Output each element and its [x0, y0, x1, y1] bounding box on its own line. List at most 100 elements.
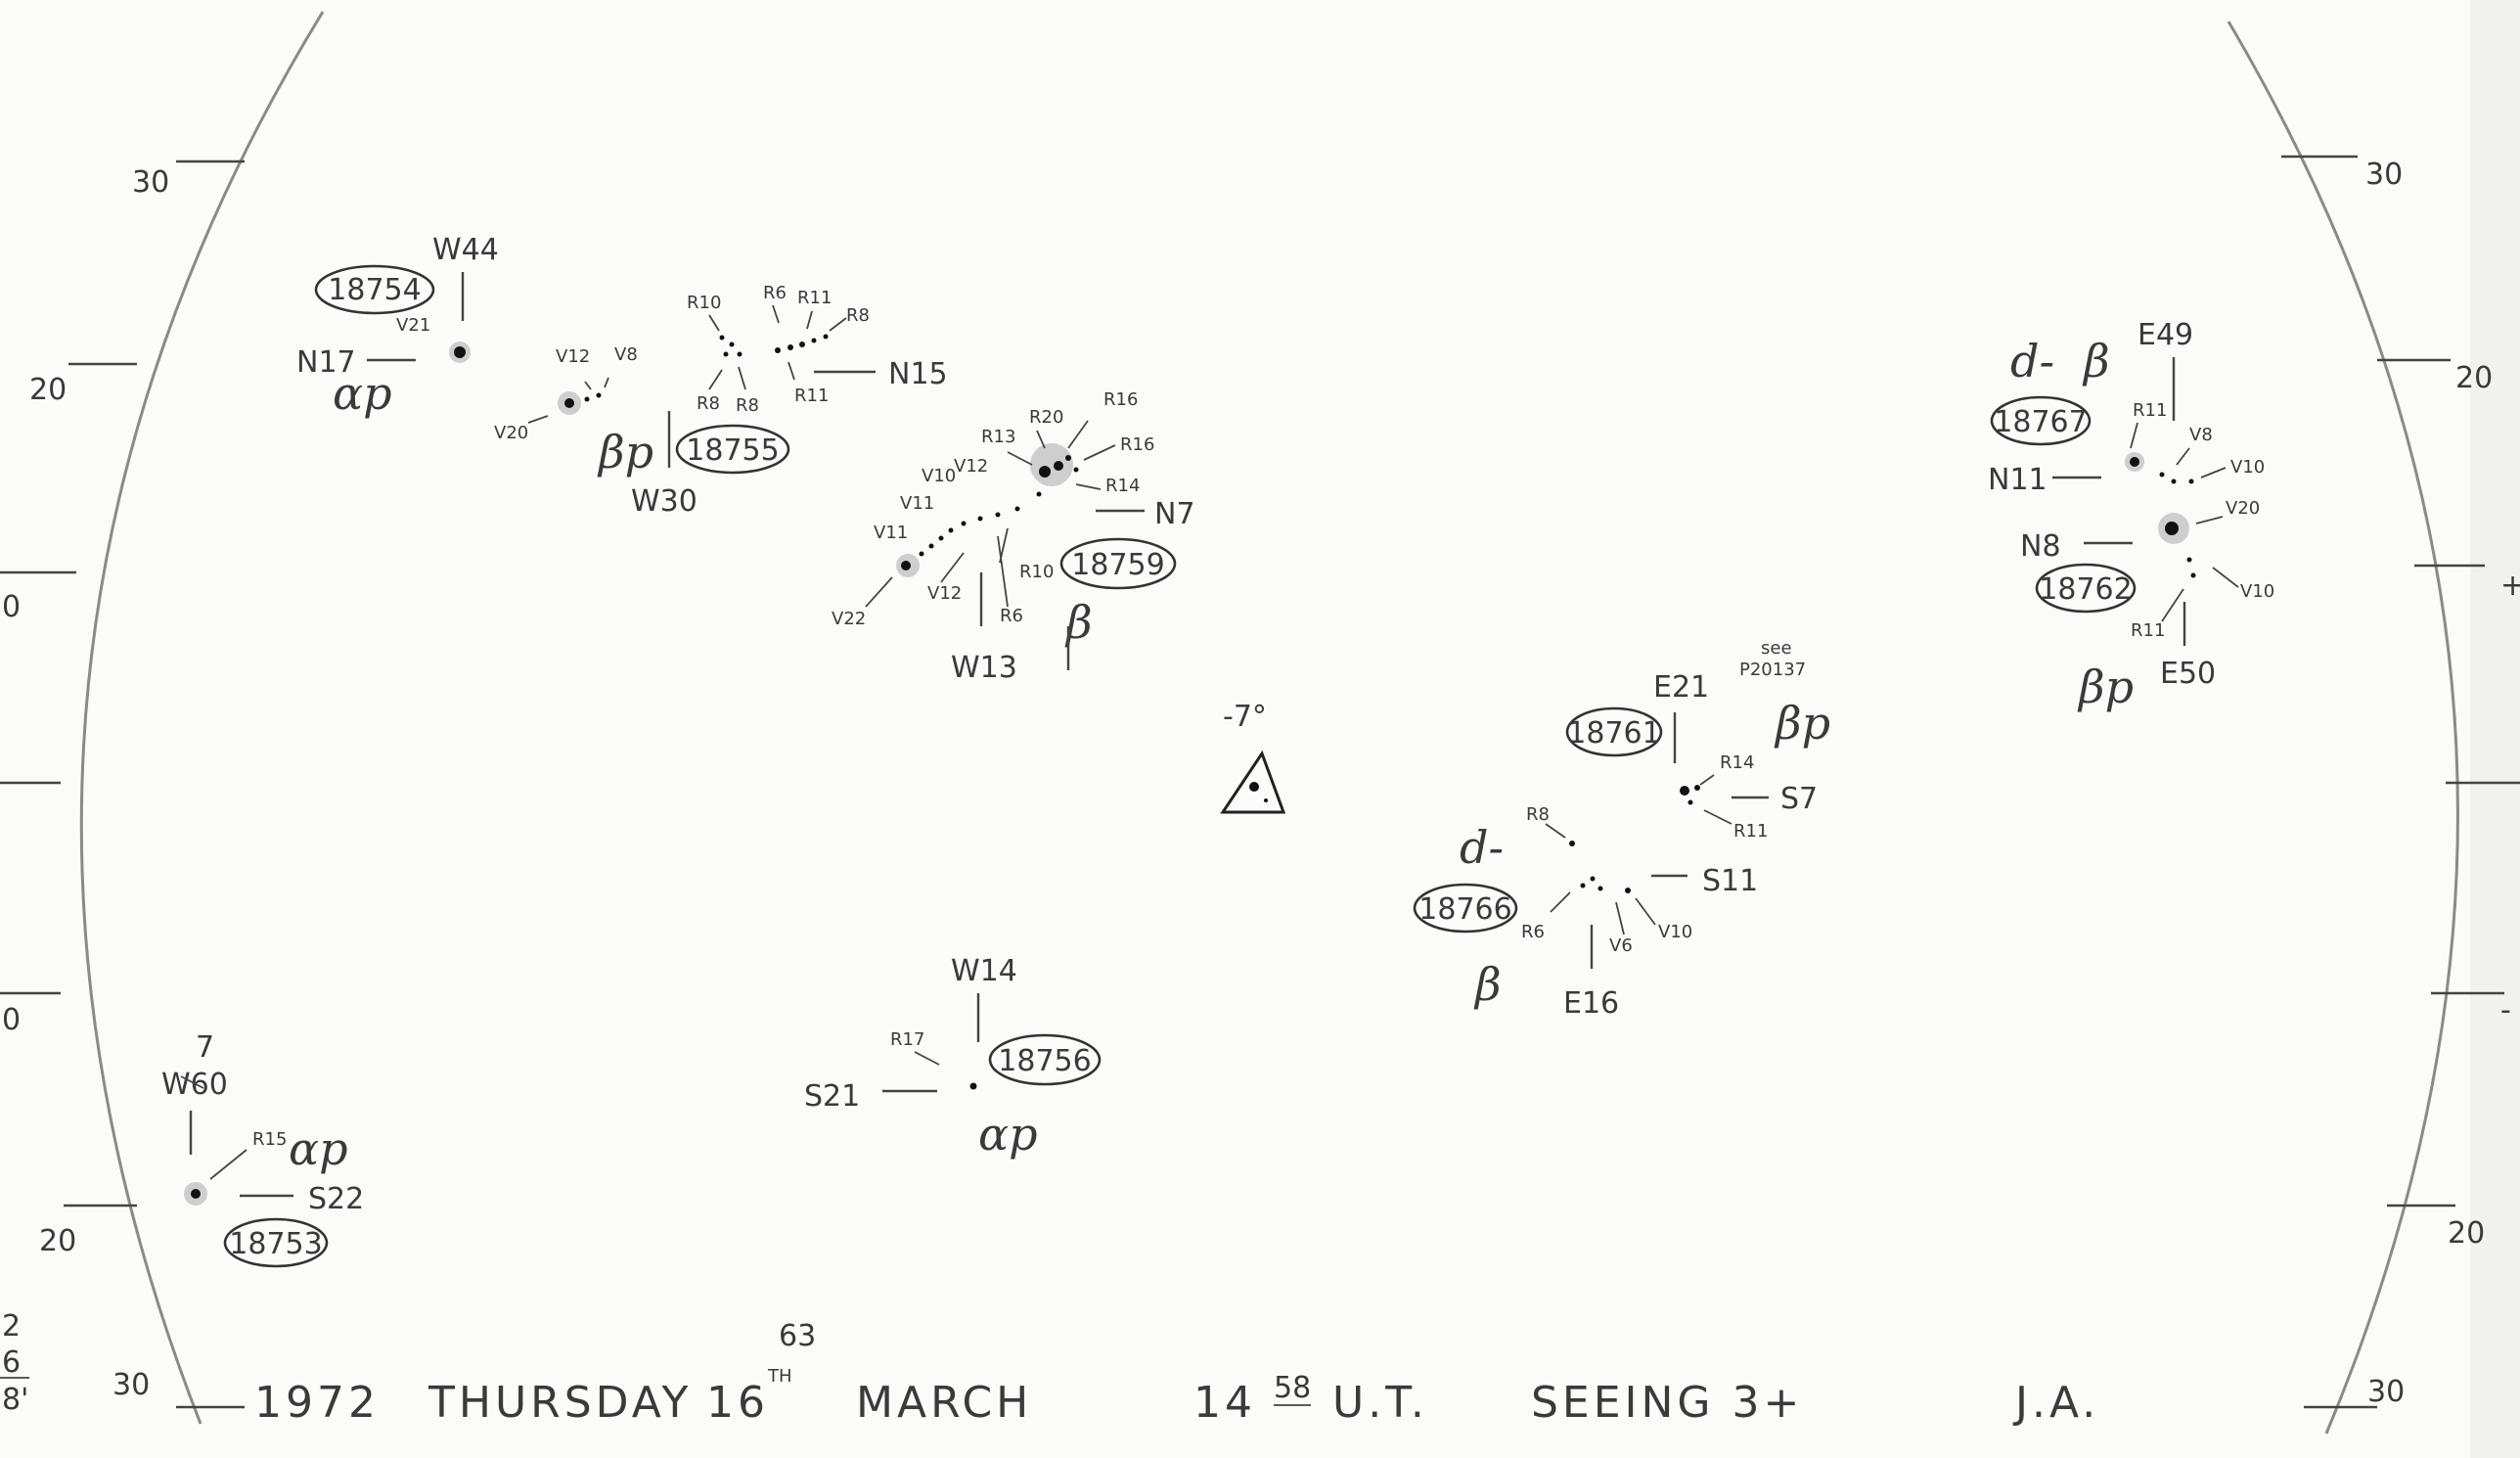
group-position: N8: [2020, 529, 2061, 564]
group-word: E50: [2160, 657, 2216, 691]
ray-label: R11: [794, 386, 829, 406]
spot-small: [729, 342, 735, 347]
spot-small: [1694, 785, 1700, 791]
spot-small: [799, 342, 805, 347]
observation-caption: 1972 THURSDAY 16 TH 63 MARCH 14 58 U.T. …: [254, 1319, 2095, 1428]
ray-label: V6: [1609, 935, 1633, 956]
group-class: βp: [2077, 661, 2134, 713]
spot-small: [2188, 478, 2194, 484]
ray-label: V12: [954, 456, 988, 477]
spot-small: [811, 338, 817, 343]
group-number-oval: [314, 264, 435, 315]
group-number: 18759: [1071, 548, 1164, 582]
scale-label-right-plus: +: [2500, 569, 2520, 603]
triangle-spot: [1249, 782, 1259, 792]
ray-label: R10: [1019, 562, 1054, 582]
group-18753: 7 W60 R15 αp S22 18753: [161, 1030, 364, 1268]
spot-small: [1073, 467, 1079, 473]
caption-date: 16: [706, 1378, 769, 1428]
group-word: W14: [951, 954, 1017, 988]
scale-label-right-30s: 30: [2367, 1375, 2405, 1409]
group-class: αp: [289, 1122, 348, 1175]
edge-mark-3: 8': [2, 1383, 28, 1417]
group-position: S7: [1780, 782, 1818, 816]
spot-small: [584, 396, 590, 402]
strike-mark: [180, 1075, 204, 1089]
scale-label-left-30: 30: [132, 165, 169, 200]
group-class: β: [1473, 958, 1502, 1011]
caption-ut: U.T.: [1332, 1378, 1428, 1428]
group-18767: d- β E49 18767 R11 V8 V10 N11: [1988, 318, 2265, 497]
group-number: 18762: [2039, 572, 2132, 607]
spot-umbra: [1039, 466, 1051, 478]
ray-label: R6: [1521, 922, 1545, 942]
group-number-oval: [1413, 883, 1518, 934]
solar-limb-right: [2227, 21, 2459, 1435]
triangle-label: -7°: [1223, 700, 1267, 734]
ray-lines: [708, 304, 847, 390]
group-class: β: [2082, 335, 2110, 387]
ray-label: V8: [2189, 425, 2213, 445]
spot-small: [2171, 478, 2177, 484]
ray-label: V11: [900, 493, 934, 514]
caption-time: 14: [1193, 1378, 1256, 1428]
triangle-outline: [1220, 750, 1286, 814]
ray-label: V21: [396, 315, 430, 336]
spot-small: [2190, 572, 2196, 578]
ray-label: R11: [1733, 821, 1768, 842]
latitude-scale-right: 30 20 + - 20 30: [2281, 155, 2520, 1409]
spot-small: [977, 516, 983, 522]
group-18759: V11 V11 V10 V12 R13 R20 R16 R16 R14 V22 …: [832, 389, 1195, 685]
scale-label-right-20s: 20: [2448, 1216, 2485, 1251]
group-18766: d- 18766 β R8 R6 V6 V10 E16 S11: [1413, 804, 1758, 1021]
group-class: βp: [597, 426, 653, 478]
group-prefix: d-: [1460, 821, 1504, 874]
edge-notation: 2 6 8': [0, 1309, 29, 1417]
group-position: S21: [804, 1079, 860, 1114]
group-number-oval: [988, 1033, 1102, 1086]
ray-line: [584, 377, 609, 390]
spot-umbra: [2130, 457, 2139, 467]
ray-label: R15: [252, 1129, 287, 1150]
group-position: N17: [296, 345, 356, 380]
ray-label: R17: [890, 1029, 924, 1050]
spot-small: [775, 347, 781, 353]
ray-label: V20: [494, 423, 528, 443]
group-class: αp: [978, 1108, 1038, 1161]
scale-label-left-20s: 20: [39, 1224, 76, 1258]
caption-day: THURSDAY: [428, 1378, 692, 1428]
ray-line: [914, 1051, 940, 1066]
caption-date-suffix: TH: [767, 1366, 792, 1387]
group-word: W44: [432, 233, 499, 267]
group-word: W30: [631, 484, 698, 519]
spot-small: [1569, 841, 1575, 846]
scale-label-left-10: 0: [2, 590, 21, 624]
ray-label: V22: [832, 609, 866, 629]
group-18756: W14 R17 18756 S21 αp: [804, 954, 1102, 1161]
spot-small: [1598, 886, 1603, 891]
spot-umbra: [564, 398, 574, 408]
ray-lines: [2130, 422, 2227, 478]
ray-lines: [865, 420, 1116, 608]
scale-label-left-30s: 30: [112, 1368, 150, 1402]
spot-umbra: [191, 1189, 201, 1199]
ray-label: R10: [687, 293, 721, 313]
spot-small: [919, 551, 924, 557]
scale-label-right-minus: -: [2500, 993, 2511, 1027]
ray-label: R16: [1120, 434, 1154, 455]
scale-label-right-30: 30: [2365, 158, 2403, 192]
spot-small: [2159, 472, 2165, 478]
note-see: see: [1761, 638, 1792, 659]
spot-small: [928, 543, 934, 549]
ray-label: R14: [1105, 476, 1140, 496]
group-number-oval: [1565, 706, 1663, 757]
spot-small: [1688, 799, 1693, 805]
spot-small: [2186, 557, 2192, 563]
group-word: E21: [1653, 670, 1709, 705]
group-18762: N8 18762 V20 V10 R11 βp E50: [2020, 498, 2274, 713]
note-plate: P20137: [1739, 660, 1806, 680]
group-number-oval: [223, 1217, 329, 1268]
group-18754: 18754 W44 N17 αp V21: [296, 233, 499, 420]
group-18755: V12 V8 V20 βp 18755 W30: [494, 344, 790, 519]
